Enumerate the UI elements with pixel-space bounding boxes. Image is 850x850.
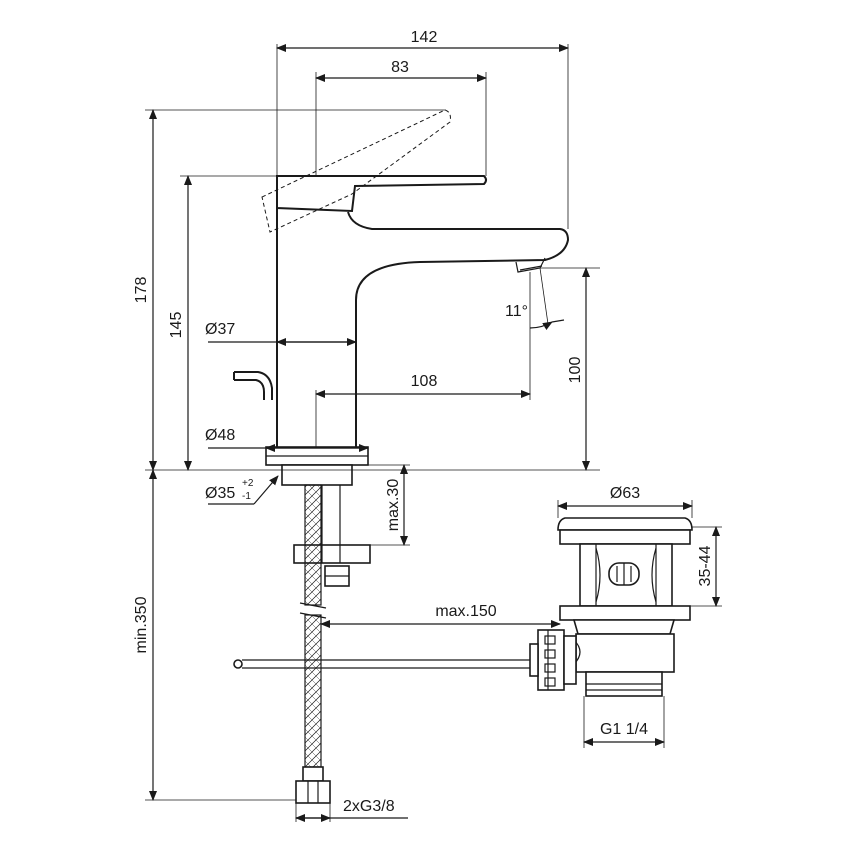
label-height-total: 178 bbox=[133, 277, 150, 304]
flexible-hose bbox=[295, 484, 331, 804]
label-hole-tol-plus: +2 bbox=[242, 478, 254, 489]
label-angle: 11° bbox=[505, 303, 528, 320]
label-width-total: 142 bbox=[411, 29, 438, 46]
label-spout-height: 100 bbox=[567, 357, 584, 384]
label-hole-tol-minus: -1 bbox=[242, 491, 251, 502]
label-height-spout: 145 bbox=[168, 312, 185, 339]
label-width-lever: 83 bbox=[391, 59, 409, 76]
label-waste-thread: G1 1/4 bbox=[600, 721, 648, 738]
label-hole-diameter: Ø35 bbox=[205, 485, 235, 502]
label-max-reach: max.150 bbox=[435, 603, 496, 620]
label-waste-diameter: Ø63 bbox=[610, 485, 640, 502]
dimension-lines bbox=[149, 44, 720, 822]
dimension-labels: 142 83 178 145 Ø37 108 100 Ø48 11° Ø35 +… bbox=[133, 29, 714, 815]
waste-outline bbox=[529, 517, 693, 697]
label-hose-thread: 2xG3/8 bbox=[343, 798, 395, 815]
popup-rod bbox=[233, 659, 536, 669]
label-max-thickness: max.30 bbox=[385, 479, 402, 532]
label-min-height: min.350 bbox=[133, 596, 150, 653]
label-waste-height: 35-44 bbox=[697, 545, 714, 586]
label-diameter-body: Ø37 bbox=[205, 321, 235, 338]
label-spout-reach: 108 bbox=[411, 373, 438, 390]
label-diameter-base: Ø48 bbox=[205, 427, 235, 444]
